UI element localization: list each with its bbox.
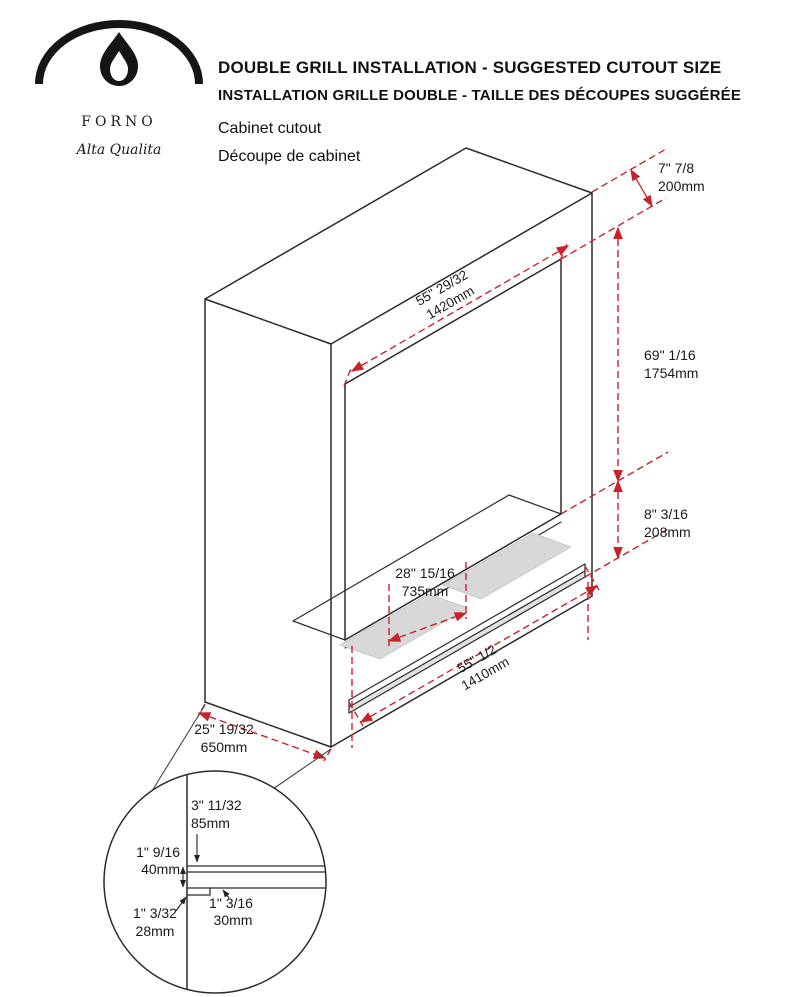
dim-ext-tick	[323, 748, 332, 762]
caption-en: Cabinet cutout	[218, 120, 322, 137]
dim-value-mm: 208mm	[644, 524, 691, 540]
dim-value-mm: 200mm	[658, 178, 705, 194]
detail-circle	[103, 770, 327, 994]
dim-leader	[175, 896, 187, 912]
dim-line	[197, 712, 327, 759]
forno-logo: FORNO Alta Qualita	[14, 6, 214, 166]
dim-ext-line	[584, 528, 669, 578]
detail-leader-line	[151, 704, 206, 792]
dim-cutout-width-label: 55" 29/32 1420mm	[413, 267, 477, 322]
dim-ext-line	[560, 451, 669, 515]
dim-cutout-width: 55" 29/32 1420mm	[343, 240, 570, 387]
oven-arch-icon	[35, 20, 203, 85]
floor-back-edge	[292, 494, 510, 622]
detail-leader-line	[272, 748, 332, 790]
dim-value-in: 69" 1/16	[644, 347, 696, 363]
dim-line	[350, 245, 570, 372]
flame-inner	[110, 51, 128, 81]
header: FORNO Alta Qualita DOUBLE GRILL INSTALLA…	[0, 0, 800, 170]
page-title-fr: INSTALLATION GRILLE DOUBLE - TAILLE DES …	[218, 87, 742, 104]
detail-dim-30mm: 1" 3/16 30mm	[209, 889, 253, 928]
dim-value-in: 1" 9/16	[136, 844, 180, 860]
dim-value-in: 28" 15/16	[395, 565, 455, 581]
dim-line	[630, 168, 653, 208]
dim-value-in: 3" 11/32	[191, 797, 242, 813]
dim-bottom-gap: 8" 3/16 208mm	[584, 479, 691, 578]
dim-value-mm: 735mm	[402, 583, 449, 599]
dim-side-depth: 25" 19/32 650mm	[194, 703, 332, 762]
dim-value-in: 8" 3/16	[644, 506, 688, 522]
logo-graphic: FORNO Alta Qualita	[35, 20, 203, 158]
dim-top-gap: 7" 7/8 200mm	[560, 148, 705, 260]
dim-value-mm: 40mm	[141, 861, 180, 877]
cabinet-top-face	[204, 147, 593, 345]
dim-cutout-height: 69" 1/16 1754mm	[560, 226, 698, 515]
dim-leader	[222, 889, 230, 899]
detail-dim-28mm: 1" 3/32 28mm	[133, 896, 187, 939]
dim-ext-line	[343, 365, 353, 387]
floor-left-edge	[292, 620, 346, 641]
dim-value-mm: 28mm	[136, 923, 175, 939]
page-title: DOUBLE GRILL INSTALLATION - SUGGESTED CU…	[218, 58, 722, 77]
dim-line	[359, 585, 599, 723]
dim-value-mm: 85mm	[191, 815, 230, 831]
dim-value-in: 1" 3/16	[209, 895, 253, 911]
dim-value-mm: 650mm	[201, 739, 248, 755]
floor-right-edge	[508, 494, 562, 515]
caption-fr: Découpe de cabinet	[218, 148, 361, 165]
title-block: DOUBLE GRILL INSTALLATION - SUGGESTED CU…	[218, 58, 788, 166]
dim-value-mm: 1754mm	[644, 365, 698, 381]
cabinet-outline	[204, 147, 593, 748]
dim-value-in: 25" 19/32	[194, 721, 254, 737]
dim-value-mm: 30mm	[214, 912, 253, 928]
floor-shaded-zone-right	[442, 532, 572, 600]
dim-value-in: 7" 7/8	[658, 160, 694, 176]
dim-ext-line	[591, 148, 667, 193]
detail-view: 3" 11/32 85mm 1" 9/16 40mm 1" 3/32 28mm …	[103, 704, 332, 994]
brand-tagline: Alta Qualita	[75, 142, 162, 158]
brand-name: FORNO	[81, 114, 156, 130]
detail-dim-85mm: 3" 11/32 85mm	[191, 797, 242, 863]
dim-ext-line	[560, 197, 667, 260]
detail-dim-40mm: 1" 9/16 40mm	[136, 844, 187, 888]
dim-value-in: 1" 3/32	[133, 905, 177, 921]
